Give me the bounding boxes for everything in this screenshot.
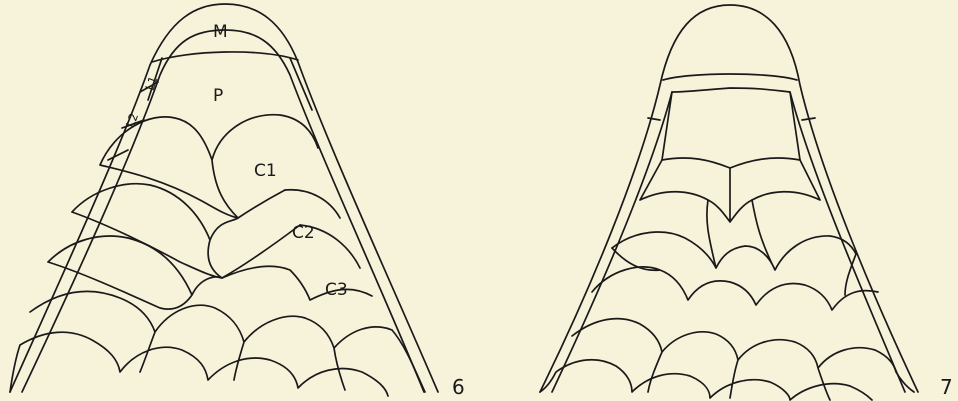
fig7-parietal-row	[662, 158, 800, 168]
fig7-lateral-strips	[648, 92, 815, 160]
figure-7: 7	[540, 5, 953, 400]
fig7-row-3	[612, 200, 856, 270]
fig7-outer-outline	[540, 5, 918, 392]
fig7-number: 7	[940, 375, 953, 399]
fig6-c3-row	[48, 225, 372, 309]
fig7-row-2	[640, 160, 820, 222]
fig6-inner-outline	[22, 30, 424, 392]
fig6-c1-row	[100, 115, 318, 218]
fig6-label-c1: C1	[254, 161, 277, 181]
fig6-median-scale-edge	[152, 52, 298, 62]
fig7-median-scale-edge	[663, 74, 797, 80]
fig6-label-m: M	[213, 22, 228, 42]
fig6-label-c3: C3	[325, 280, 348, 300]
fig7-lower-rows	[540, 319, 914, 400]
fig6-label-c2: C2	[292, 223, 315, 243]
fig6-lower-rows	[10, 291, 425, 396]
figure-6: M P L1 L2 C1 C2 C3 6	[10, 4, 465, 399]
fig6-label-p: P	[213, 86, 223, 106]
fig6-parietal-edges	[148, 58, 312, 110]
fig6-number: 6	[452, 375, 465, 399]
fig7-row-4	[592, 248, 878, 310]
